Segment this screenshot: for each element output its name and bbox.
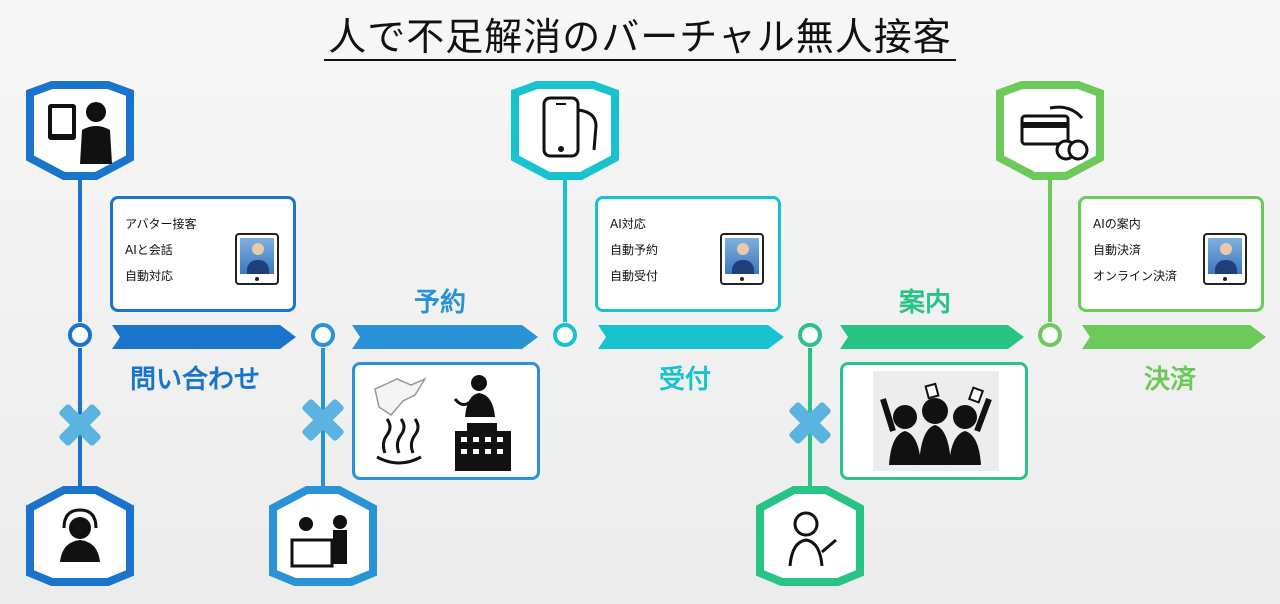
arrow-reservation bbox=[352, 325, 538, 349]
step-label-reception: 受付 bbox=[658, 365, 711, 395]
hot-spring-icon bbox=[376, 418, 422, 465]
info-line: 自動決済 bbox=[1093, 243, 1142, 257]
info-line: 自動対応 bbox=[125, 269, 174, 283]
picture-box-guide bbox=[840, 362, 1028, 480]
info-box-avatar: アバター接客 AIと会話 自動対応 bbox=[110, 196, 296, 312]
column-reception bbox=[511, 81, 784, 349]
dining-person-icon bbox=[453, 375, 495, 417]
hotel-building-icon bbox=[455, 423, 511, 471]
column-guide bbox=[756, 323, 1024, 586]
step-label-reservation: 予約 bbox=[413, 288, 466, 318]
arrow-guide bbox=[840, 325, 1024, 349]
step-label-inquiry: 問い合わせ bbox=[129, 365, 260, 395]
info-line: AIと会話 bbox=[125, 243, 173, 257]
step-label-payment: 決済 bbox=[1143, 365, 1196, 395]
call-center-operator-icon bbox=[60, 508, 100, 562]
hex-bottom-guide bbox=[756, 486, 864, 586]
info-box-ai: AI対応 自動予約 自動受付 bbox=[595, 196, 781, 312]
avatar-tablet-icon bbox=[720, 233, 764, 285]
cross-icon-1 bbox=[59, 404, 101, 446]
reservation-pictures bbox=[374, 375, 511, 471]
person-with-tablet-icon bbox=[48, 102, 112, 164]
column-inquiry bbox=[26, 81, 296, 586]
info-box-payment: AIの案内 自動決済 オンライン決済 bbox=[1078, 196, 1264, 312]
page-title: 人で不足解消のバーチャル無人接客 bbox=[0, 6, 1280, 61]
node-reception bbox=[553, 323, 577, 347]
hex-top-reception bbox=[511, 81, 619, 180]
info-line: 自動受付 bbox=[610, 269, 659, 283]
avatar-tablet-icon bbox=[1203, 233, 1247, 285]
node-payment bbox=[1038, 323, 1062, 347]
cheering-crowd-icon bbox=[880, 382, 992, 465]
japan-map-icon bbox=[374, 377, 427, 416]
smartphone-hand-icon bbox=[542, 96, 598, 158]
arrow-inquiry bbox=[112, 325, 296, 349]
arrow-payment bbox=[1082, 325, 1266, 349]
hex-top-inquiry bbox=[26, 81, 134, 180]
picture-box-reservation bbox=[352, 362, 540, 480]
avatar-tablet-icon bbox=[235, 233, 279, 285]
step-label-guide: 案内 bbox=[898, 288, 951, 318]
node-guide bbox=[798, 323, 822, 347]
info-line: AIの案内 bbox=[1093, 217, 1141, 231]
info-line: アバター接客 bbox=[125, 217, 197, 231]
hex-bottom-reservation bbox=[269, 486, 377, 586]
cross-icon-2 bbox=[302, 399, 344, 441]
info-line: AI対応 bbox=[610, 217, 646, 231]
info-line: オンライン決済 bbox=[1093, 269, 1178, 283]
card-and-coins-icon bbox=[1020, 105, 1089, 161]
info-line: 自動予約 bbox=[610, 243, 659, 257]
column-reservation bbox=[269, 323, 538, 586]
cross-icon-3 bbox=[789, 402, 831, 444]
reception-desk-icon bbox=[290, 515, 347, 568]
arrow-reception bbox=[598, 325, 784, 349]
node-reservation bbox=[311, 323, 335, 347]
receptionist-woman-icon bbox=[788, 511, 837, 567]
node-inquiry bbox=[68, 323, 92, 347]
